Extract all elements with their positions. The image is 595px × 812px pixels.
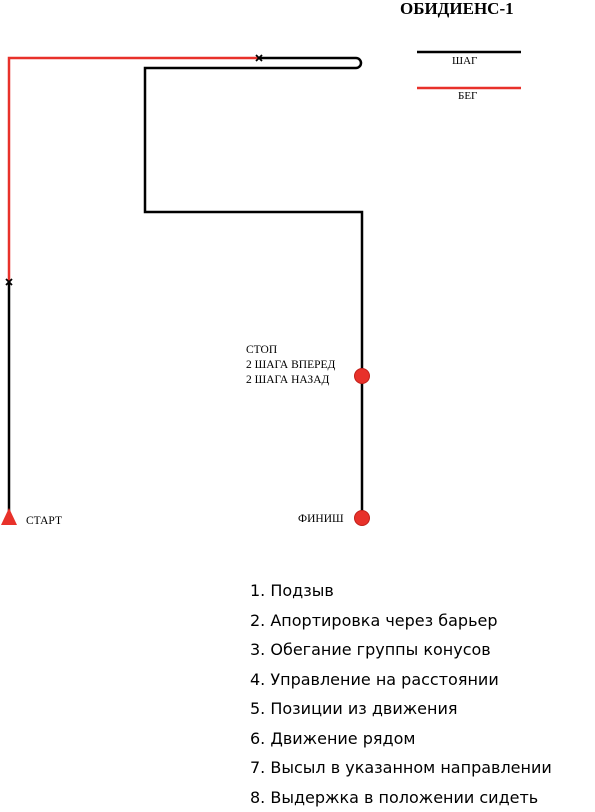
start-label: СТАРТ bbox=[26, 514, 62, 529]
list-item: 3. Обегание группы конусов bbox=[250, 635, 552, 665]
walk-path-main bbox=[145, 58, 362, 518]
stop-marker-circle bbox=[355, 369, 370, 384]
list-item: 7. Высыл в указанном направлении bbox=[250, 753, 552, 783]
finish-label: ФИНИШ bbox=[298, 512, 344, 527]
stop-label: СТОП 2 ШАГА ВПЕРЕД 2 ШАГА НАЗАД bbox=[246, 343, 335, 388]
page-title: ОБИДИЕНС-1 bbox=[400, 0, 514, 19]
exercise-list: 1. Подзыв 2. Апортировка через барьер 3.… bbox=[250, 576, 552, 812]
stop-label-line: 2 ШАГА ВПЕРЕД bbox=[246, 358, 335, 373]
legend-run-label: БЕГ bbox=[458, 90, 477, 102]
stop-label-line: СТОП bbox=[246, 343, 335, 358]
run-path bbox=[9, 58, 259, 282]
list-item: 6. Движение рядом bbox=[250, 724, 552, 754]
list-item: 1. Подзыв bbox=[250, 576, 552, 606]
finish-marker-circle bbox=[355, 511, 370, 526]
start-marker-triangle bbox=[1, 508, 17, 525]
list-item: 4. Управление на расстоянии bbox=[250, 665, 552, 695]
list-item: 8. Выдержка в положении сидеть bbox=[250, 783, 552, 812]
list-item: 5. Позиции из движения bbox=[250, 694, 552, 724]
stop-label-line: 2 ШАГА НАЗАД bbox=[246, 373, 335, 388]
list-item: 2. Апортировка через барьер bbox=[250, 606, 552, 636]
legend-walk-label: ШАГ bbox=[452, 55, 477, 67]
